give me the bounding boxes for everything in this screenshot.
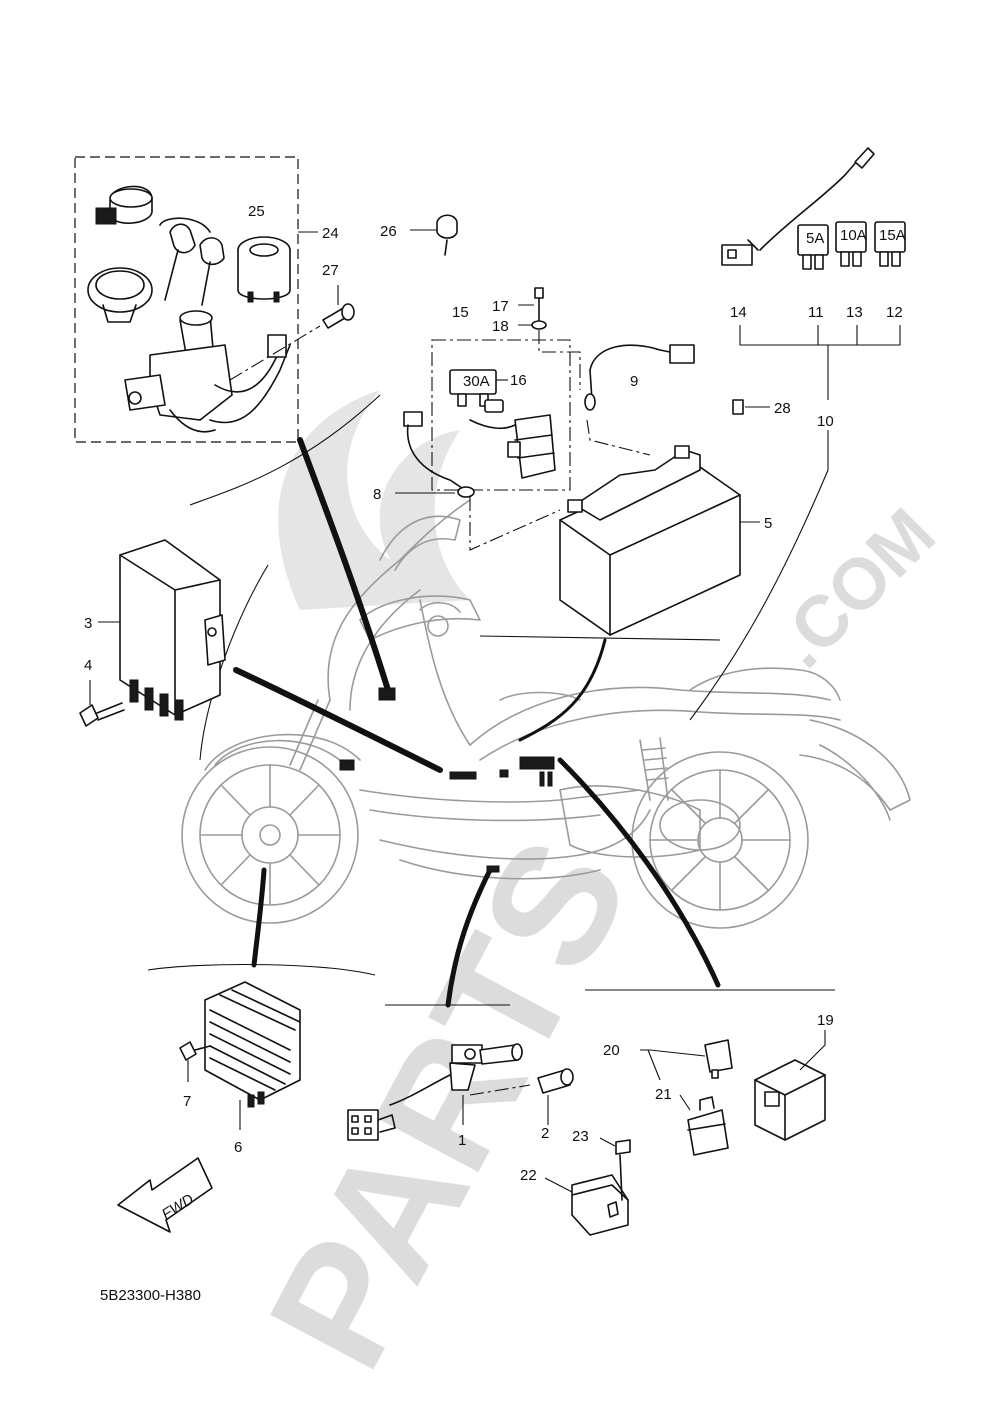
callout-28: 28 [774,400,791,417]
main-switch-lock-set [74,156,318,443]
callout-6: 6 [234,1139,242,1156]
callout-5: 5 [764,515,772,532]
watermark-suffix: .COM [761,494,950,683]
callout-13: 13 [846,304,863,321]
scooter-outline [181,499,911,929]
callout-8: 8 [373,486,381,503]
callout-26: 26 [380,223,397,240]
callout-24: 24 [322,225,339,242]
forward-direction-arrow: FWD [117,1157,213,1233]
starter-relay-assembly: 30A [431,287,581,491]
callout-17: 17 [492,298,509,315]
rectifier-regulator [179,981,301,1130]
callout-21: 21 [655,1086,672,1103]
battery [559,445,760,636]
cdi-unit [79,539,226,727]
callout-labels: 1 2 3 4 5 6 7 8 9 10 11 12 13 14 15 16 1… [84,203,903,1184]
callout-25: 25 [248,203,265,220]
relay-group [544,1030,826,1236]
callout-4: 4 [84,657,92,674]
callout-18: 18 [492,318,509,335]
callout-7: 7 [183,1093,191,1110]
callout-2: 2 [541,1125,549,1142]
callout-9: 9 [630,373,638,390]
diagram-reference-code: 5B23300-H380 [100,1287,201,1304]
callout-10: 10 [817,413,834,430]
callout-1: 1 [458,1132,466,1149]
screw-27 [229,285,355,381]
harness-leader-lines [233,437,721,1008]
key-blank [410,214,458,256]
callout-14: 14 [730,304,747,321]
callout-27: 27 [322,262,339,279]
svg-text:PARTS: PARTS [233,810,665,1397]
callout-12: 12 [886,304,903,321]
fuse-rating-30a: 30A [463,373,490,390]
fuse-rating-15a: 15A [879,227,906,244]
sidestand-switch [347,1043,574,1141]
battery-minus-lead [395,411,561,551]
callout-3: 3 [84,615,92,632]
callout-19: 19 [817,1012,834,1029]
fuse-rating-5a: 5A [806,230,824,247]
callout-20: 20 [603,1042,620,1059]
callout-23: 23 [572,1128,589,1145]
harness-connectors [339,687,555,873]
callout-11: 11 [808,304,824,321]
fuse-rating-10a: 10A [840,227,867,244]
callout-22: 22 [520,1167,537,1184]
battery-plus-lead [584,344,695,456]
fuse-and-wire-set: 5A 10A 15A [689,147,906,721]
callout-16: 16 [510,372,527,389]
callout-15: 15 [452,304,469,321]
